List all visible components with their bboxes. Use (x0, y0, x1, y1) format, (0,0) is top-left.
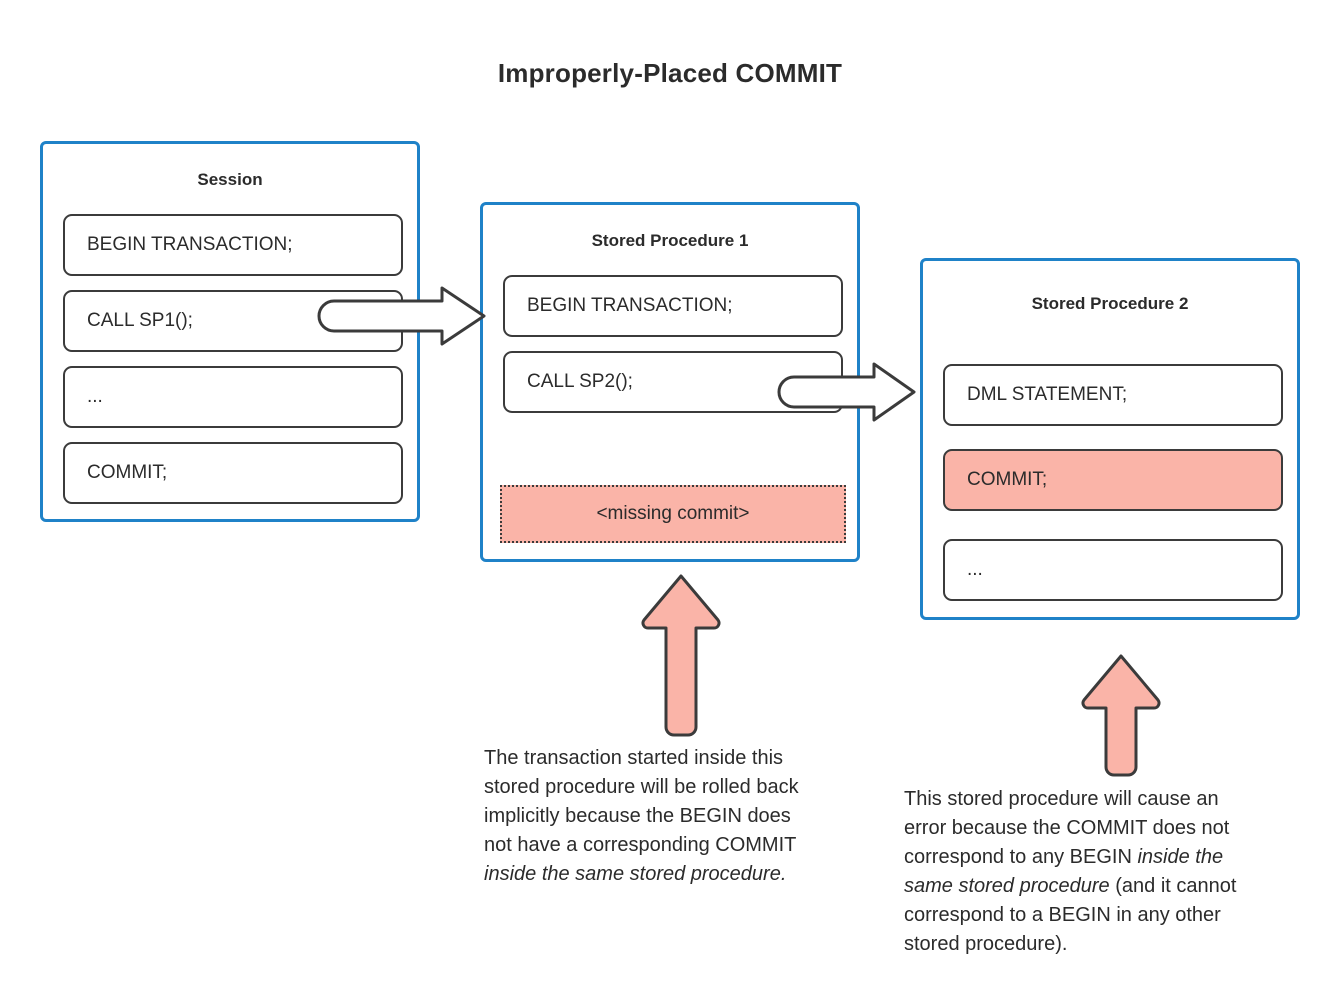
session-title: Session (197, 170, 263, 189)
annotation-sp2-line5: correspond to a BEGIN in any other (904, 904, 1221, 926)
stored-procedure-1-title: Stored Procedure 1 (591, 231, 749, 250)
annotation-sp1-line3: implicitly because the BEGIN does (484, 805, 791, 827)
annotation-sp1-line4: not have a corresponding COMMIT (484, 834, 797, 856)
callout-arrow-to-sp1 (641, 574, 721, 737)
page-title: Improperly-Placed COMMIT (497, 58, 843, 88)
annotation-sp2-line6: stored procedure). (904, 933, 1068, 955)
annotation-sp1-line2: stored procedure will be rolled back (484, 776, 799, 798)
annotation-sp2-line4-b: (and it cannot (1109, 875, 1237, 897)
session-statement-call-sp1[interactable]: CALL SP1(); (63, 290, 403, 352)
sp1-missing-commit-placeholder[interactable]: <missing commit> (500, 485, 846, 543)
sp2-statement-dml[interactable]: DML STATEMENT; (943, 364, 1283, 426)
stored-procedure-2-container: Stored Procedure 2 DML STATEMENT; COMMIT… (920, 258, 1300, 620)
session-statement-commit[interactable]: COMMIT; (63, 442, 403, 504)
annotation-sp1-note: The transaction started inside this stor… (484, 744, 864, 889)
arrow-sp1-to-sp2 (777, 362, 916, 422)
stored-procedure-2-title: Stored Procedure 2 (1031, 294, 1189, 313)
annotation-sp2-line2: error because the COMMIT does not (904, 817, 1230, 839)
annotation-sp1-line1: The transaction started inside this (484, 747, 784, 769)
session-statement-begin-transaction[interactable]: BEGIN TRANSACTION; (63, 214, 403, 276)
annotation-sp2-line3-italic: inside the (1137, 846, 1224, 868)
sp2-statement-ellipsis[interactable]: ... (943, 539, 1283, 601)
session-statement-ellipsis[interactable]: ... (63, 366, 403, 428)
annotation-sp2-note: This stored procedure will cause an erro… (904, 785, 1294, 959)
annotation-sp2-line4-italic: same stored procedure (904, 875, 1110, 897)
annotation-sp1-line5-italic: inside the same stored procedure. (484, 863, 787, 885)
annotation-sp2-line1: This stored procedure will cause an (904, 788, 1219, 810)
sp2-statement-commit[interactable]: COMMIT; (943, 449, 1283, 511)
arrow-session-to-sp1 (317, 286, 486, 346)
annotation-sp2-line3-a: correspond to any BEGIN (904, 846, 1138, 868)
sp1-statement-begin-transaction[interactable]: BEGIN TRANSACTION; (503, 275, 843, 337)
callout-arrow-to-sp2 (1081, 654, 1161, 777)
